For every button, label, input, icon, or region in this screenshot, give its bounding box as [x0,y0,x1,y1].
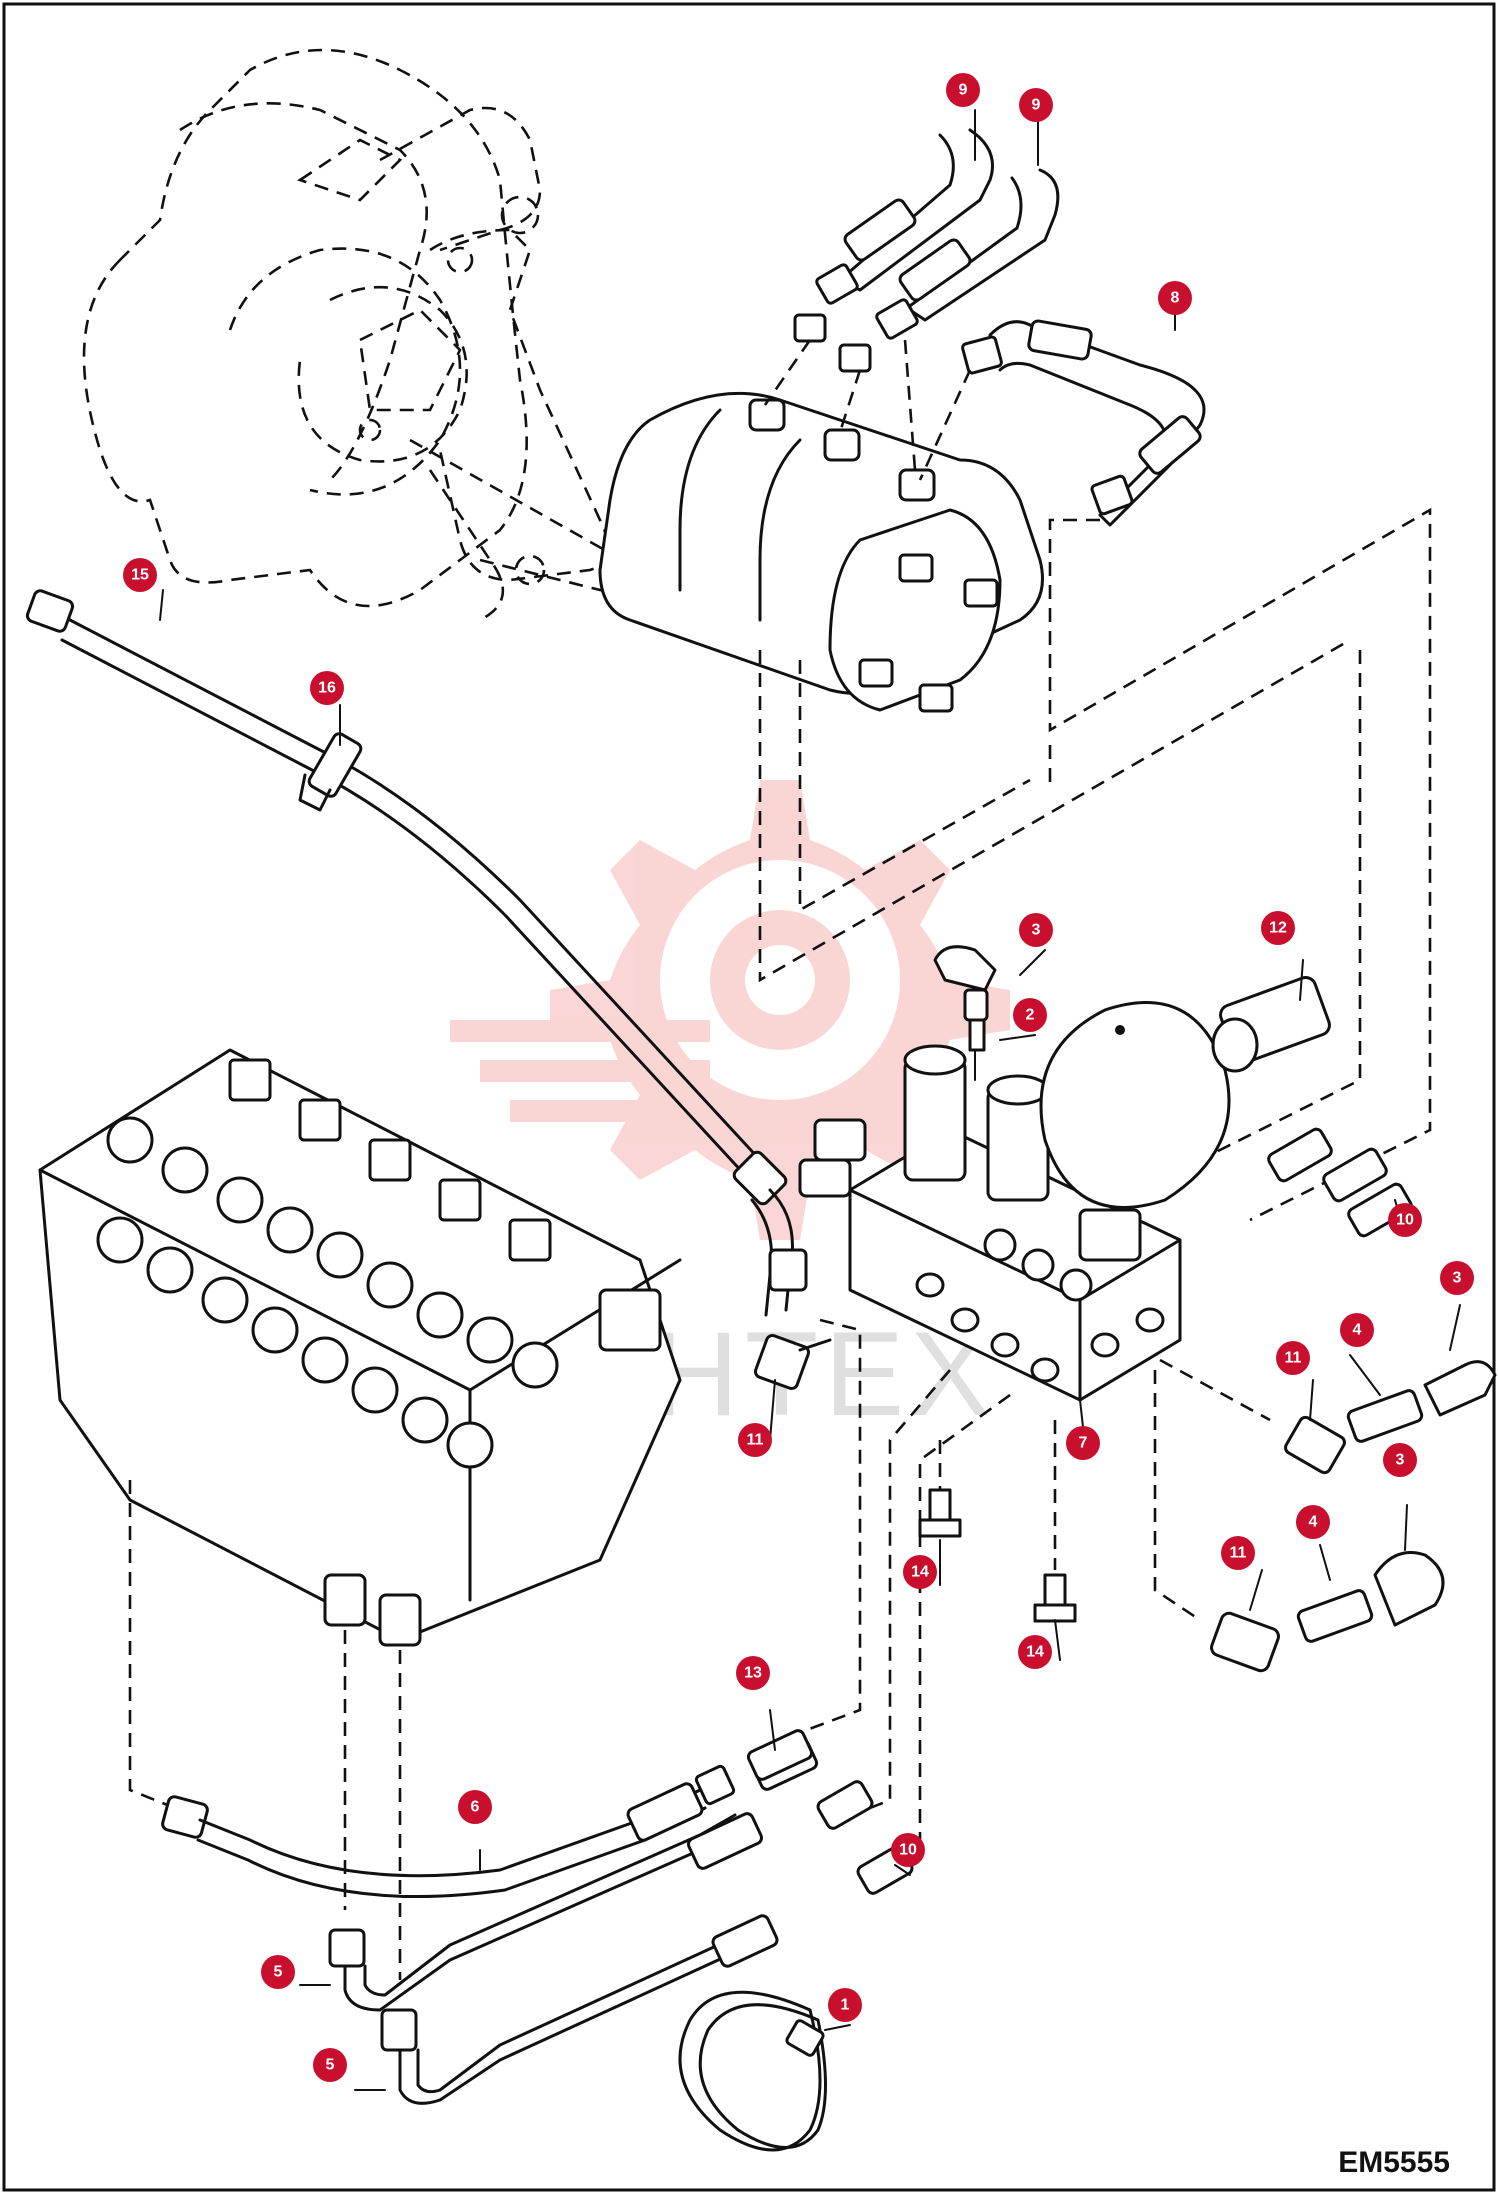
svg-text:8: 8 [1171,290,1180,307]
callout-2: 2 [1013,998,1047,1032]
hose-5-upper [328,1780,874,2012]
svg-text:13: 13 [744,1665,762,1682]
hose-9-pair [763,128,1060,471]
callout-5: 5 [313,2048,347,2082]
svg-text:5: 5 [326,2057,335,2074]
svg-text:1: 1 [841,1997,850,2014]
svg-text:6: 6 [471,1799,480,1816]
cable-tie-1 [678,1990,827,2152]
valve-spool-ports [96,1116,559,1469]
callout-10: 10 [1388,1203,1422,1237]
drive-housing [82,48,610,622]
callout-3: 3 [1019,913,1053,947]
svg-text:14: 14 [1026,1644,1044,1661]
svg-text:9: 9 [959,82,968,99]
pump-bolts [858,553,999,713]
svg-text:9: 9 [1032,97,1041,114]
svg-text:5: 5 [274,1964,283,1981]
cap-assembly-lower [1153,1370,1445,1673]
diagram-code: EM5555 [1338,2146,1450,2179]
callout-11: 11 [1221,1536,1255,1570]
fitting-12 [1211,976,1331,1073]
callout-8: 8 [1158,281,1192,315]
callout-6: 6 [458,1790,492,1824]
callout-1: 1 [828,1988,862,2022]
callout-3: 3 [1383,1443,1417,1477]
hose-15-16 [25,589,808,1317]
callout-10: 10 [891,1833,925,1867]
callout-13: 13 [736,1656,770,1690]
callout-5: 5 [261,1955,295,1989]
callout-14: 14 [903,1555,937,1589]
svg-text:11: 11 [1230,1545,1247,1562]
control-valve-assembly [38,1048,682,1647]
callout-4: 4 [1296,1505,1330,1539]
bolts-14 [918,1420,1077,1623]
valve-bottom-outlets [323,1573,422,1647]
hose-6 [161,1739,819,1899]
test-port-2-3 [933,945,997,1081]
callout-4: 4 [1340,1313,1374,1347]
hose-8 [918,319,1206,527]
callout-3: 3 [1440,1261,1474,1295]
svg-text:10: 10 [1396,1212,1414,1229]
svg-text:16: 16 [318,680,336,697]
svg-text:3: 3 [1032,922,1041,939]
svg-text:3: 3 [1453,1270,1462,1287]
fittings-10-right [1267,1127,1413,1238]
gear-pump [598,391,1044,713]
hose-5-lower [380,1845,914,2105]
callout-9: 9 [946,73,980,107]
svg-text:3: 3 [1396,1452,1405,1469]
valve-section-caps [228,1058,662,1352]
callout-9: 9 [1019,88,1053,122]
accumulator [1039,1001,1231,1262]
callout-11: 11 [1276,1341,1310,1375]
svg-text:10: 10 [899,1842,917,1859]
callout-15: 15 [123,558,157,592]
callout-12: 12 [1261,911,1295,945]
routing-dashed-lines [758,507,1432,1222]
valve-block-ports [915,1272,1165,1383]
valve-guides [128,1318,1011,1980]
svg-text:15: 15 [131,567,149,584]
svg-text:11: 11 [747,1432,764,1449]
svg-text:2: 2 [1026,1007,1035,1024]
svg-text:4: 4 [1309,1514,1318,1531]
callout-16: 16 [310,671,344,705]
block-top-plugs [983,1228,1093,1302]
svg-text:7: 7 [1079,1435,1088,1452]
callouts: 15 16 9 9 8 3 2 12 10 3 4 11 11 7 3 4 11… [123,73,1474,2082]
svg-text:11: 11 [1285,1350,1302,1367]
callout-14: 14 [1018,1635,1052,1669]
svg-text:12: 12 [1269,920,1287,937]
cap-assembly-upper [1159,1358,1497,1475]
svg-text:14: 14 [911,1564,929,1581]
callout-7: 7 [1066,1426,1100,1460]
svg-text:4: 4 [1353,1322,1362,1339]
callout-11: 11 [738,1423,772,1457]
valve-block-7 [798,1001,1231,1402]
